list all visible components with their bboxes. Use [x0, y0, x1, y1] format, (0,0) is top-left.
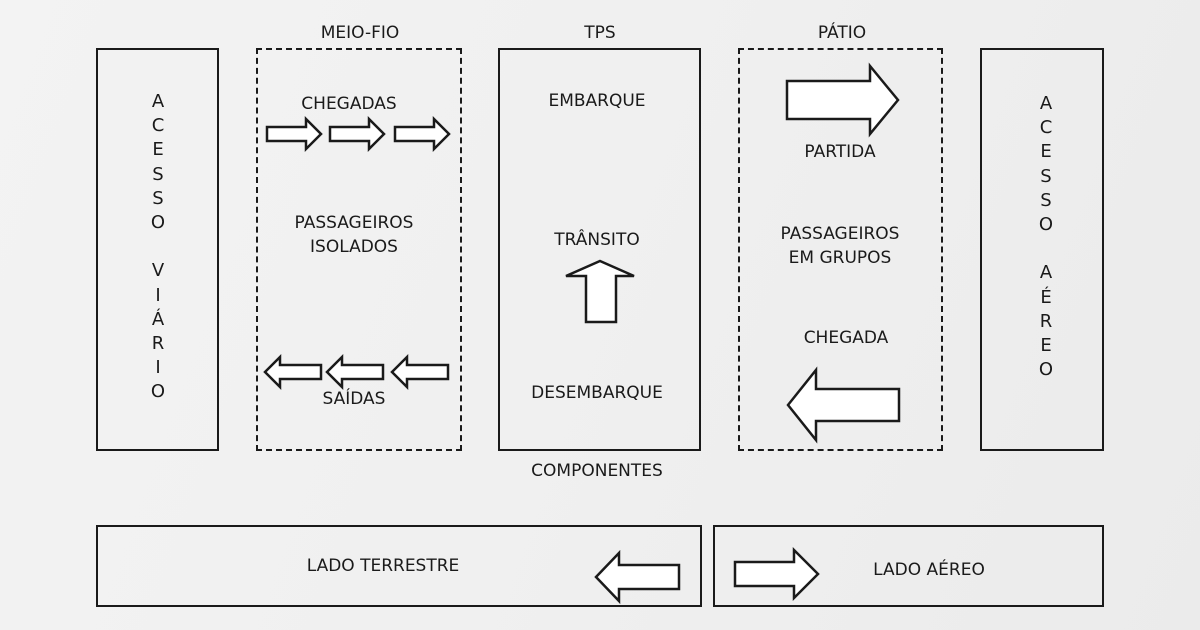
- transito-label: TRÂNSITO: [554, 230, 640, 250]
- lado-aereo-label: LADO AÉREO: [873, 560, 985, 580]
- lado-terrestre-label: LADO TERRESTRE: [306, 556, 460, 576]
- patio-box: [738, 48, 943, 451]
- acesso-viario-box: [96, 48, 219, 451]
- header-tps: TPS: [584, 23, 616, 43]
- meio-fio-box: [256, 48, 462, 451]
- acesso-aereo-label: A C E S S O A É R E O: [1038, 93, 1054, 381]
- lado-terrestre-box: [96, 525, 702, 607]
- lado-terrestre-arrow: [594, 549, 681, 605]
- chegada-label: CHEGADA: [803, 328, 889, 348]
- chegadas-arrow-3: [393, 115, 451, 153]
- desembarque-label: DESEMBARQUE: [531, 383, 663, 403]
- chegada-arrow: [786, 366, 901, 444]
- acesso-aereo-box: [980, 48, 1104, 451]
- lado-aereo-arrow: [733, 546, 820, 602]
- saidas-label: SAÍDAS: [322, 389, 386, 409]
- acesso-viario-label: A C E S S O V I Á R I O: [150, 91, 166, 403]
- chegadas-arrow-2: [328, 115, 386, 153]
- saidas-arrow-3: [390, 353, 450, 391]
- saidas-arrow-2: [325, 353, 385, 391]
- header-patio: PÁTIO: [817, 23, 867, 43]
- partida-label: PARTIDA: [804, 142, 876, 162]
- passageiros-isolados-label: PASSAGEIROS ISOLADOS: [294, 213, 414, 257]
- lado-aereo-box: [713, 525, 1104, 607]
- componentes-label: COMPONENTES: [531, 461, 663, 481]
- saidas-arrow-1: [263, 353, 323, 391]
- transito-up-arrow: [565, 259, 635, 324]
- chegadas-arrow-1: [265, 115, 323, 153]
- tps-box: [498, 48, 701, 451]
- partida-arrow: [785, 62, 900, 138]
- embarque-label: EMBARQUE: [548, 91, 646, 111]
- chegadas-label: CHEGADAS: [301, 94, 397, 114]
- header-meio-fio: MEIO-FIO: [320, 23, 400, 43]
- passageiros-em-grupos-label: PASSAGEIROS EM GRUPOS: [780, 224, 900, 268]
